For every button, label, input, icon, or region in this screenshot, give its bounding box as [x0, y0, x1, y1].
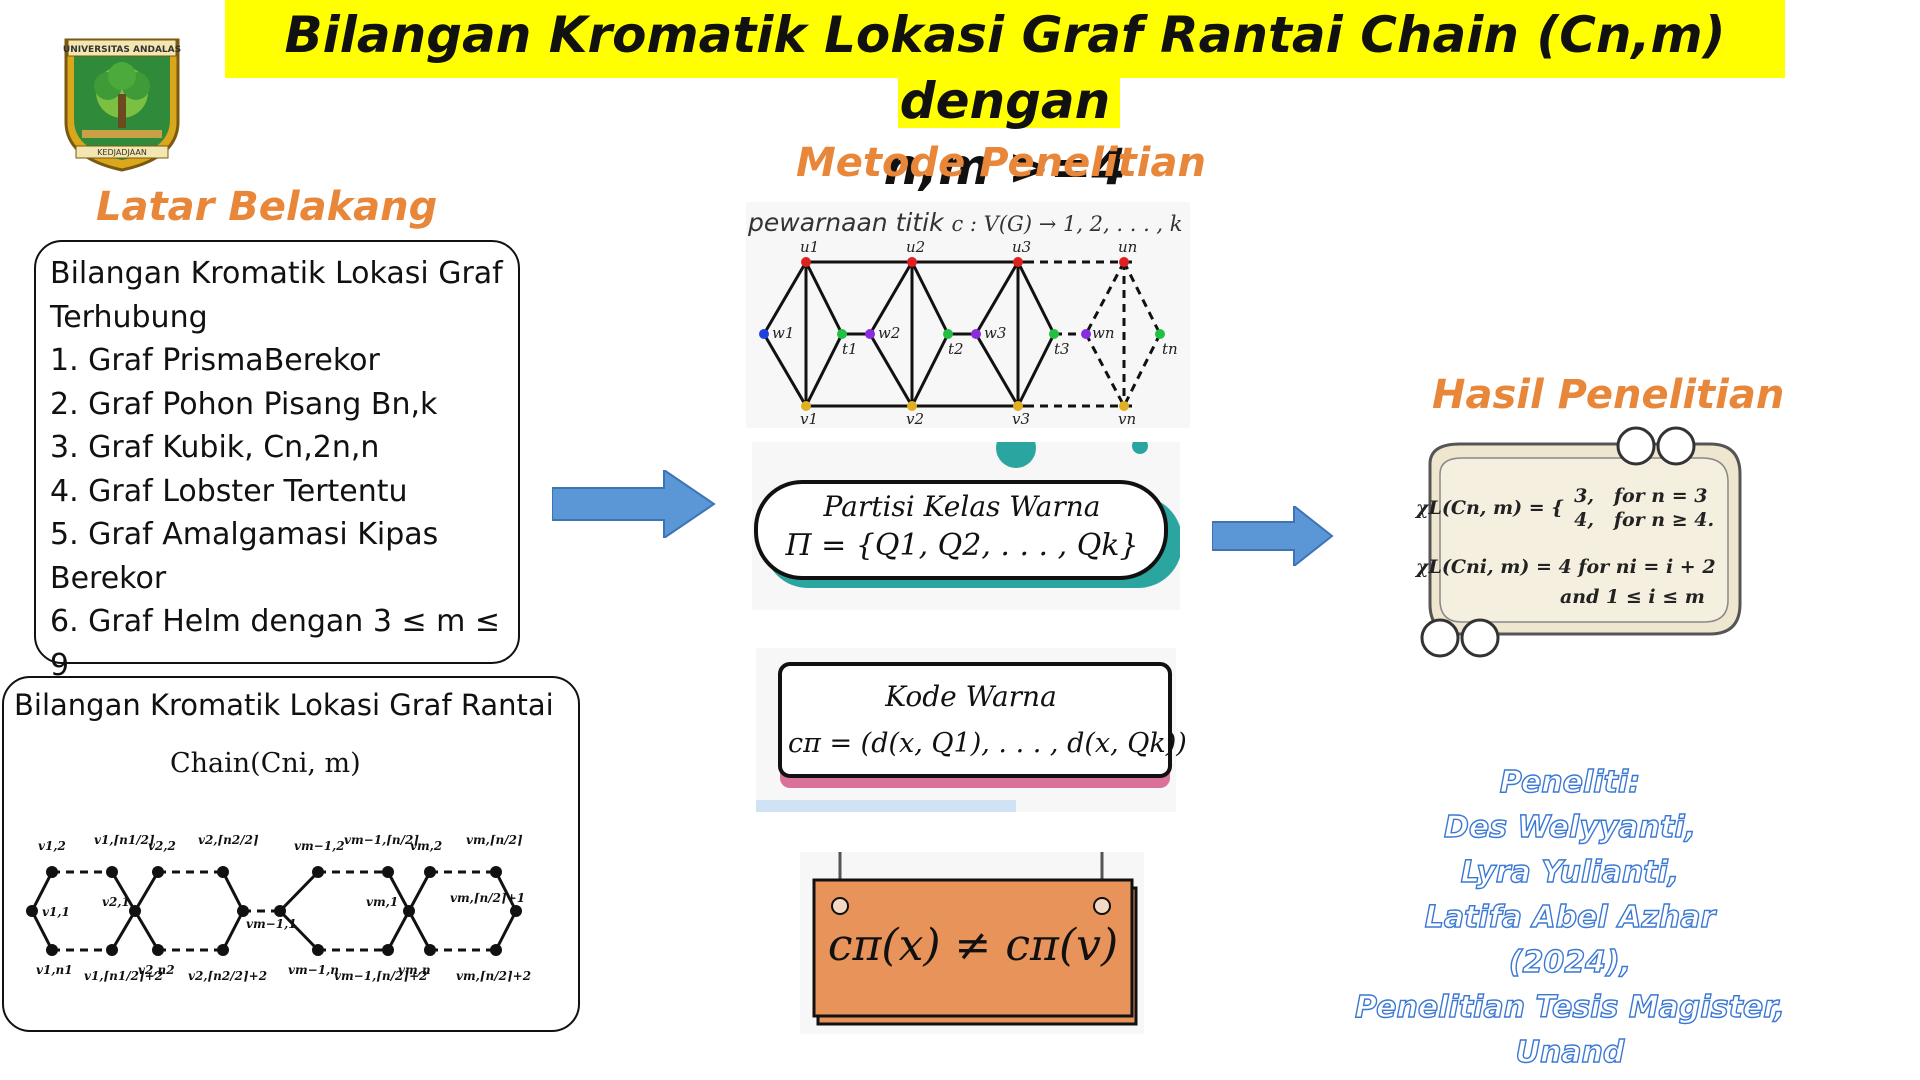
node-label: v1	[800, 410, 818, 428]
researcher-line: Peneliti:	[1499, 764, 1641, 800]
chain-formula: Chain(Cni, m)	[170, 748, 361, 779]
researcher-line: (2024),	[1508, 944, 1632, 980]
node-label: u3	[1012, 238, 1031, 256]
hasil-scroll: χL(Cn, m) = { 3, for n = 3 4, for n ≥ 4.…	[1410, 424, 1752, 660]
metode-heading: Metode Penelitian	[796, 140, 1206, 186]
latar-belakang-box: Bilangan Kromatik Lokasi Graf Terhubung …	[34, 240, 520, 683]
list-item: 3. Graf Kubik, Cn,2n,n	[50, 430, 380, 465]
prism-graph-diagram: u1 u2 u3 un w1 w2 w3 wn t1 t2 t3 tn v1 v…	[759, 238, 1178, 428]
node-label: vm,2	[410, 839, 442, 853]
kode-title: Kode Warna	[885, 680, 1057, 713]
hasil-heading: Hasil Penelitian	[1432, 372, 1785, 418]
node-label: v2,n2	[138, 963, 175, 977]
node-label: v1,2	[38, 839, 66, 853]
university-logo: UNIVERSITAS ANDALAS KEDJADJAAN	[60, 34, 184, 174]
node-label: v1,n1	[36, 963, 73, 977]
quote-open-icon	[1616, 426, 1696, 466]
list-item: 6. Graf Helm dengan 3 ≤ m ≤ 9	[50, 604, 501, 683]
coloring-label: pewarnaan titik	[748, 208, 944, 237]
partisi-formula: Π = {Q1, Q2, . . . , Qk}	[785, 528, 1139, 563]
researcher-line: Lyra Yulianti,	[1460, 854, 1680, 890]
title-highlight-line2	[898, 70, 1120, 128]
list-item: 1. Graf PrismaBerekor	[50, 343, 380, 378]
researcher-line: Penelitian Tesis Magister,	[1354, 989, 1786, 1025]
node-label: vn	[1118, 410, 1136, 428]
latar-belakang-list: Bilangan Kromatik Lokasi Graf Terhubung …	[50, 252, 510, 687]
node-label: v2,2	[148, 839, 176, 853]
result-lhs: χL(Cn, m) = {	[1416, 497, 1564, 519]
coloring-formula: c : V(G) → 1, 2, . . . , k	[951, 212, 1183, 236]
node-label: w3	[984, 324, 1006, 342]
arrow-right-icon	[552, 470, 716, 538]
node-label: vm,n	[398, 963, 431, 977]
node-label: vm−1,1	[246, 917, 297, 931]
kode-banner	[756, 662, 1172, 812]
title-line-1: Bilangan Kromatik Lokasi Graf Rantai Cha…	[284, 6, 1726, 130]
node-label: t1	[842, 340, 858, 358]
kode-formula: cπ = (d(x, Q1), . . . , d(x, Qk))	[788, 728, 1187, 759]
node-label: v1,1	[42, 905, 70, 919]
hanging-sign	[812, 852, 1138, 1026]
list-item: 4. Graf Lobster Tertentu	[50, 473, 408, 509]
case-2: 4, for n ≥ 4.	[1574, 509, 1715, 531]
node-label: v2,⌈n2/2⌉	[198, 833, 259, 847]
page-title: Bilangan Kromatik Lokasi Graf Rantai Cha…	[225, 2, 1785, 200]
scroll-frame	[1420, 426, 1742, 658]
node-label: vm−1,2	[294, 839, 345, 853]
node-label: w1	[772, 324, 794, 342]
list-item: Bilangan Kromatik Lokasi Graf	[50, 256, 503, 291]
result-formula-2: χL(Cni, m) = 4 for ni = i + 2	[1416, 556, 1716, 578]
condition-sign-panel: cπ(x) ≠ cπ(v)	[800, 852, 1144, 1034]
node-label: v2	[906, 410, 924, 428]
logo-text-top: UNIVERSITAS ANDALAS	[63, 45, 181, 55]
graf-rantai-title: Bilangan Kromatik Lokasi Graf Rantai	[14, 688, 554, 722]
researcher-line: Des Welyyanti,	[1443, 809, 1697, 845]
graf-rantai-box: Bilangan Kromatik Lokasi Graf Rantai Cha…	[2, 676, 580, 1032]
coloring-graph-panel: pewarnaan titik c : V(G) → 1, 2, . . . ,…	[746, 202, 1190, 428]
researcher-line: Unand	[1515, 1034, 1625, 1070]
node-label: vm,1	[366, 895, 398, 909]
node-label: vm,⌈n/2⌉	[466, 833, 523, 847]
node-label: v2,1	[102, 895, 130, 909]
node-label: t3	[1054, 340, 1070, 358]
partisi-banner	[754, 442, 1180, 588]
node-label: un	[1118, 238, 1137, 256]
condition-formula: cπ(x) ≠ cπ(v)	[827, 920, 1119, 971]
chain-graph-diagram: v1,2 v1,⌈n1/2⌉ v2,2 v2,⌈n2/2⌉ vm−1,2 vm−…	[26, 833, 531, 983]
node-label: w2	[878, 324, 900, 342]
node-label: tn	[1162, 340, 1178, 358]
node-label: v1,⌈n1/2⌉+2	[84, 969, 163, 983]
kode-warna-panel: Kode Warna cπ = (d(x, Q1), . . . , d(x, …	[756, 648, 1187, 812]
node-label: u2	[906, 238, 925, 256]
arrow-right-icon	[1212, 506, 1334, 566]
node-label: vm−1,n	[288, 963, 339, 977]
list-item: 5. Graf Amalgamasi Kipas	[50, 517, 439, 552]
result-formula-1: χL(Cn, m) = { 3, for n = 3 4, for n ≥ 4.	[1416, 484, 1714, 532]
node-label: vm,⌈n/2⌉+2	[456, 969, 531, 983]
list-item: Terhubung	[50, 299, 208, 335]
list-item: 2. Graf Pohon Pisang Bn,k	[50, 386, 438, 422]
node-label: vm−1,⌈n/2⌉	[344, 833, 419, 847]
node-label: wn	[1092, 324, 1115, 342]
latar-belakang-heading: Latar Belakang	[96, 184, 438, 230]
title-highlight	[225, 0, 1785, 78]
node-label: vm−1,⌈n/2⌉+2	[334, 969, 427, 983]
node-label: v3	[1012, 410, 1030, 428]
case-1: 3, for n = 3	[1574, 485, 1708, 507]
node-label: u1	[800, 238, 819, 256]
node-label: t2	[948, 340, 964, 358]
node-label: vm,⌈n/2⌉+1	[450, 891, 525, 905]
researcher-credits: Peneliti: Des Welyyanti, Lyra Yulianti, …	[1340, 760, 1800, 1075]
title-line-2: n,m >=4	[883, 138, 1127, 196]
researcher-line: Latifa Abel Azhar	[1424, 899, 1716, 935]
quote-close-icon	[1420, 618, 1500, 658]
logo-text-bottom: KEDJADJAAN	[97, 148, 147, 157]
node-label: v2,⌈n2/2⌉+2	[188, 969, 267, 983]
partisi-panel: Partisi Kelas Warna Π = {Q1, Q2, . . . ,…	[752, 442, 1180, 610]
result-formula-3: and 1 ≤ i ≤ m	[1560, 586, 1705, 608]
node-label: v1,⌈n1/2⌉	[94, 833, 155, 847]
list-item: Berekor	[50, 560, 167, 596]
partisi-title: Partisi Kelas Warna	[823, 490, 1101, 523]
